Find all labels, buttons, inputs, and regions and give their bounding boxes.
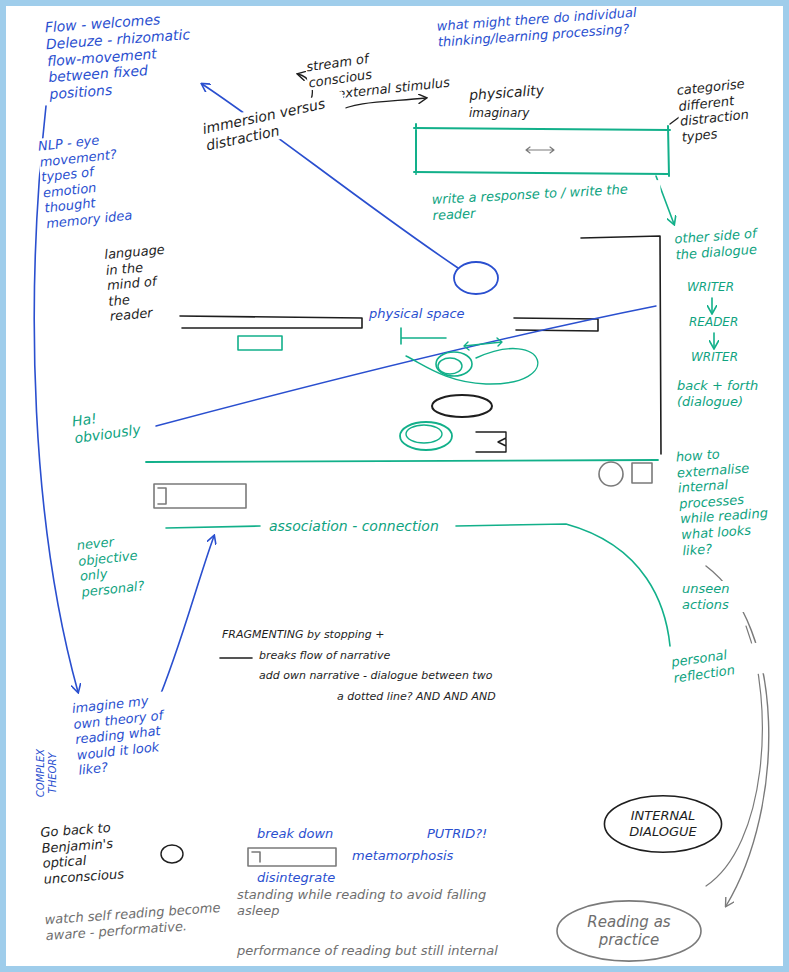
sketch-mark <box>632 463 652 483</box>
handwritten-note: association - connection <box>268 518 453 535</box>
handwritten-note: what might there do individual thinking/… <box>435 1 687 50</box>
handwritten-note: Ha! obviously <box>70 403 154 447</box>
sketch-mark <box>146 460 658 462</box>
handwritten-note: other side of the dialogue <box>673 225 775 263</box>
handwritten-note: a dotted line? AND AND AND <box>336 690 576 703</box>
sketch-mark <box>711 298 713 313</box>
handwritten-note: READER <box>688 315 758 329</box>
node-text: INTERNAL DIALOGUE <box>622 808 704 839</box>
handwritten-note: back + forth (dialogue) <box>676 378 776 409</box>
sketch-mark <box>526 147 554 153</box>
circled-note: INTERNAL DIALOGUE <box>602 794 724 854</box>
handwritten-note: standing while reading to avoid falling … <box>236 887 496 918</box>
sketch-mark <box>401 328 446 344</box>
handwritten-note: NLP - eye movement? types of emotion tho… <box>36 130 135 232</box>
handwritten-note: immersion versus distraction <box>200 91 349 154</box>
handwritten-note: physical space <box>368 306 488 322</box>
sketch-mark <box>432 395 492 417</box>
handwritten-note: imaginary <box>468 106 548 120</box>
node-text: Reading as practice <box>574 913 684 949</box>
handwritten-note: disintegrate <box>256 870 356 886</box>
sketch-mark <box>581 236 661 454</box>
handwritten-note: add own narrative - dialogue between two <box>258 669 558 682</box>
handwritten-note: language in the mind of the reader <box>103 241 180 325</box>
sketch-mark <box>180 316 362 328</box>
sketch-mark <box>34 74 769 906</box>
oval-outline <box>557 901 701 961</box>
sketch-mark <box>456 524 670 646</box>
sketch-mark <box>161 845 183 863</box>
handwritten-note: metamorphosis <box>351 848 471 864</box>
sketch-mark <box>454 262 498 294</box>
handwritten-note: break down <box>256 826 356 842</box>
handwritten-note: WRITER <box>686 280 756 294</box>
sketch-mark <box>238 336 282 350</box>
sketch-mark <box>154 484 246 508</box>
handwritten-note: Flow - welcomes Deleuze - rhizomatic flo… <box>43 9 198 103</box>
sketch-mark <box>406 425 442 443</box>
handwritten-note: breaks flow of narrative <box>258 649 508 662</box>
sketch-mark <box>156 306 656 426</box>
handwritten-note: physicality <box>468 81 559 104</box>
sketch-mark <box>400 422 452 450</box>
handwritten-note: COMPLEX THEORY <box>35 732 59 814</box>
sketch-mark <box>476 432 506 452</box>
sketch-mark <box>248 848 336 866</box>
sketch-mark <box>414 124 670 176</box>
oval-outline <box>604 796 721 852</box>
sketch-mark <box>713 333 715 348</box>
handwritten-note: categorise different distraction types <box>675 73 777 145</box>
sketch-mark <box>166 526 260 528</box>
handwritten-note: performance of reading but still interna… <box>236 943 548 959</box>
sketch-mark <box>464 338 502 350</box>
handwritten-note: how to externalise internal processes wh… <box>674 443 781 559</box>
sketch-mark <box>406 349 538 384</box>
handwritten-note: FRAGMENTING by stopping + <box>221 628 471 641</box>
sketch-mark <box>156 536 214 706</box>
handwritten-note: write a response to / write the reader <box>430 180 661 223</box>
handwritten-note: watch self reading become aware - perfor… <box>43 900 225 944</box>
handwritten-note: WRITER <box>690 350 760 364</box>
sketch-mark <box>514 318 598 331</box>
handwritten-note: personal reflection <box>669 641 772 686</box>
sketch-mark <box>599 462 623 486</box>
sketch-mark <box>438 358 462 374</box>
handwritten-note: Go back to Benjamin's optical unconsciou… <box>39 817 155 887</box>
handwritten-note: PUTRID?! <box>426 826 506 842</box>
handwritten-note: unseen actions <box>681 581 763 612</box>
sketch-mark <box>436 352 472 376</box>
handwritten-note: imagine my own theory of reading what wo… <box>70 691 174 779</box>
circled-note: Reading as practice <box>554 899 704 963</box>
sketch-mark <box>706 566 769 906</box>
handwritten-note: never objective only personal? <box>75 530 157 600</box>
sketch-mark <box>220 657 252 659</box>
